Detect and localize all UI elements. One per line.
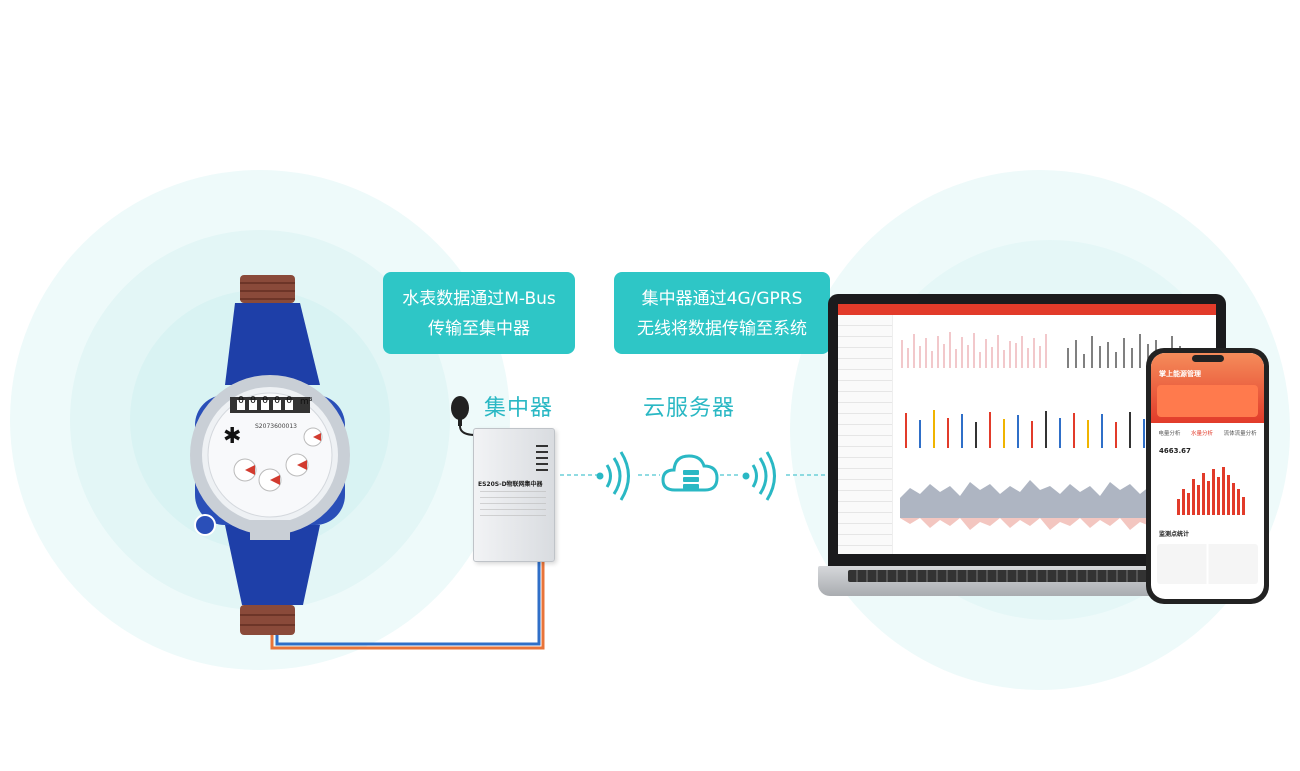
concentrator-panel bbox=[480, 491, 546, 521]
phone-screen: 掌上能源管理 电量分析 水量分析 流体流量分析 4663.67 监测点统计 bbox=[1151, 353, 1264, 599]
cloud-server-label: 云服务器 bbox=[643, 396, 736, 421]
connection-dash-line bbox=[560, 474, 826, 476]
phone-app-title: 掌上能源管理 bbox=[1159, 370, 1201, 378]
phone-tab-fluid[interactable]: 流体流量分析 bbox=[1223, 431, 1257, 437]
phone-stat-card bbox=[1157, 385, 1258, 417]
callout-4g-line1: 集中器通过4G/GPRS bbox=[641, 289, 803, 309]
concentrator-leds bbox=[536, 445, 548, 475]
laptop-keyboard bbox=[848, 570, 1178, 582]
cloud-server-icon bbox=[661, 454, 719, 492]
callout-mbus-line2: 传输至集中器 bbox=[428, 319, 530, 339]
wifi-signal-icon-left bbox=[596, 451, 630, 501]
phone-notch bbox=[1192, 355, 1224, 362]
water-meter: ✱ bbox=[190, 275, 350, 635]
phone: 掌上能源管理 电量分析 水量分析 流体流量分析 4663.67 监测点统计 bbox=[1146, 348, 1269, 604]
phone-tabs: 电量分析 水量分析 流体流量分析 bbox=[1151, 423, 1264, 439]
phone-stat-grid bbox=[1157, 544, 1258, 584]
concentrator-device: ES20S-D物联网集中器 bbox=[473, 428, 555, 562]
callout-mbus: 水表数据通过M-Bus 传输至集中器 bbox=[383, 272, 575, 354]
callout-4g-line2: 无线将数据传输至系统 bbox=[637, 319, 807, 339]
phone-section-title: 监测点统计 bbox=[1159, 531, 1190, 538]
callout-4g: 集中器通过4G/GPRS 无线将数据传输至系统 bbox=[614, 272, 830, 354]
meter-reading: 0 0 0 0 0 bbox=[238, 395, 293, 406]
concentrator-label: 集中器 bbox=[484, 396, 554, 421]
meter-serial: S2073600013 bbox=[255, 423, 297, 430]
dashboard-sidebar bbox=[838, 315, 893, 554]
meter-unit: m³ bbox=[300, 397, 313, 407]
phone-value: 4663.67 bbox=[1159, 447, 1191, 455]
callout-mbus-line1: 水表数据通过M-Bus bbox=[402, 289, 556, 309]
phone-bar-chart bbox=[1177, 467, 1245, 515]
svg-text:✱: ✱ bbox=[223, 424, 241, 449]
phone-tab-water[interactable]: 水量分析 bbox=[1190, 431, 1213, 437]
phone-header: 掌上能源管理 bbox=[1151, 353, 1264, 423]
wifi-signal-icon-right bbox=[742, 451, 776, 501]
concentrator-model: ES20S-D物联网集中器 bbox=[478, 481, 543, 488]
dashboard-topbar bbox=[838, 304, 1216, 315]
phone-tab-electric[interactable]: 电量分析 bbox=[1158, 431, 1181, 437]
dashboard-charts bbox=[900, 332, 1190, 530]
